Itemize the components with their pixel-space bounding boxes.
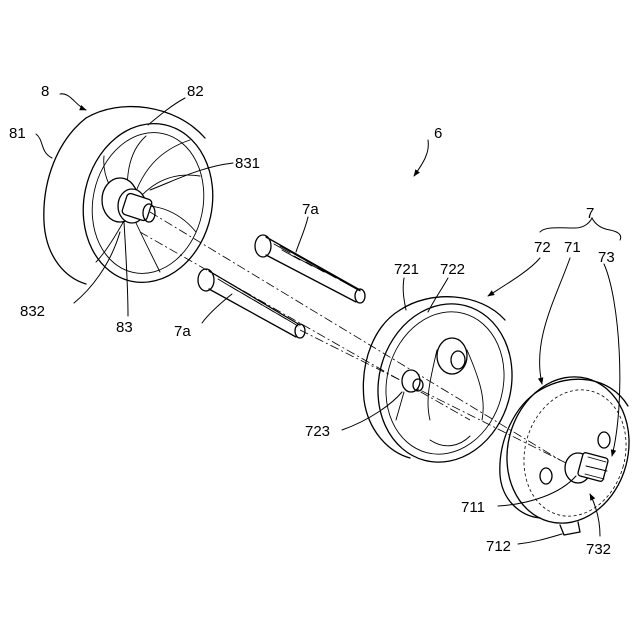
leader-832 [74, 232, 120, 303]
label-722: 722 [440, 261, 465, 278]
centerline-upper [150, 212, 560, 460]
label-71: 71 [564, 239, 581, 256]
label-72: 72 [534, 239, 551, 256]
leader-73 [604, 264, 620, 456]
leader-721 [403, 278, 406, 310]
bracket-7 [540, 218, 621, 240]
leader-6 [414, 140, 428, 176]
label-8: 8 [41, 83, 49, 100]
leader-722 [428, 278, 448, 312]
label-73: 73 [598, 249, 615, 266]
label-832: 832 [20, 303, 45, 320]
label-7a-bottom: 7a [174, 323, 191, 340]
label-721: 721 [394, 261, 419, 278]
screw-7a-upper [255, 235, 365, 303]
leader-7a-top [296, 217, 308, 252]
cap-72 [361, 289, 530, 478]
screw-7a-lower [198, 269, 305, 338]
disk-71 [491, 363, 640, 537]
leader-71 [540, 258, 570, 384]
leader-712 [518, 534, 562, 544]
label-831: 831 [235, 155, 260, 172]
label-83: 83 [116, 319, 133, 336]
label-732: 732 [586, 541, 611, 558]
label-81: 81 [9, 125, 26, 142]
label-7: 7 [586, 205, 594, 222]
label-711: 711 [461, 499, 485, 516]
leader-82 [148, 98, 185, 125]
label-712: 712 [486, 538, 511, 555]
leader-831 [150, 163, 233, 190]
label-723: 723 [305, 423, 330, 440]
leader-72 [488, 258, 540, 296]
label-6: 6 [434, 125, 442, 142]
leader-81 [36, 134, 52, 158]
label-7a-top: 7a [302, 201, 319, 218]
leader-7a-bottom [202, 294, 232, 323]
leader-732 [590, 494, 600, 536]
leader-83 [124, 222, 128, 316]
label-82: 82 [187, 83, 204, 100]
leader-8 [60, 94, 86, 110]
